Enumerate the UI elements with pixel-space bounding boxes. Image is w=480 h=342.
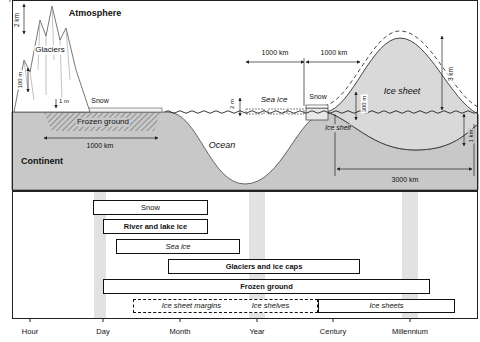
- panel-frame: [13, 192, 478, 319]
- time-scale-bar: Sea ice: [116, 239, 240, 254]
- mountains: [14, 6, 90, 112]
- axis-label: Month: [169, 328, 192, 336]
- dimension: 1000 km: [320, 49, 349, 57]
- part-name: Frozen ground: [76, 118, 130, 127]
- time-scale-bar: Ice sheet margins Ice shelves: [133, 299, 318, 313]
- ice-shelf: [306, 108, 328, 120]
- panel-frame: [13, 1, 478, 191]
- dimension-arrows: [10, 0, 474, 176]
- bar-label: Ice sheets: [366, 302, 406, 310]
- axis-label: Century: [319, 328, 347, 336]
- axis-label: Hour: [21, 328, 39, 336]
- dimension: 3000 km: [391, 176, 420, 184]
- dimension: 1000 km: [261, 49, 290, 57]
- part-name: Sea ice: [260, 96, 289, 105]
- frozen-ground: [44, 113, 160, 131]
- ice-sheet-outline: [324, 31, 478, 107]
- dimension: 3 km: [447, 66, 454, 82]
- bar-label: Glaciers and ice caps: [223, 263, 306, 271]
- time-scale-bar: Ice sheets: [318, 299, 455, 313]
- bar-label: Ice sheet margins: [159, 302, 224, 310]
- bar-label: River and lake ice: [121, 223, 190, 231]
- ice-sheet: [326, 38, 478, 150]
- dimension: 2 km: [13, 12, 20, 28]
- bar-label: Ice shelves: [249, 302, 293, 310]
- region-name: Atmosphere: [68, 9, 123, 19]
- dimension: 100 m: [17, 71, 24, 90]
- region-name: Ocean: [208, 141, 237, 151]
- part-name: Glaciers: [34, 46, 65, 55]
- part-name: Snow: [90, 97, 110, 105]
- water-line: [165, 111, 477, 114]
- axis-label: Year: [248, 328, 265, 336]
- part-name: Snow: [308, 93, 328, 101]
- dimension: 1 m: [58, 98, 70, 105]
- time-scale-bar: River and lake ice: [103, 219, 208, 234]
- bar-label: Snow: [138, 204, 163, 212]
- time-scale-bar: Glaciers and ice caps: [168, 259, 360, 274]
- glacier-lines: [24, 6, 70, 100]
- part-name: Ice sheet: [383, 87, 422, 97]
- dimension: 300 m: [361, 95, 368, 114]
- dimension: 2 m: [229, 98, 236, 110]
- snow-layer: [306, 105, 328, 108]
- axis-label: Millennium: [391, 328, 429, 336]
- axis-ticks: [30, 318, 410, 322]
- bar-label: Sea ice: [162, 243, 193, 251]
- dimension: 1 km: [468, 128, 475, 143]
- region-name: Continent: [20, 157, 64, 167]
- time-scale-bar: Snow: [93, 200, 208, 215]
- time-scale-bar: Frozen ground: [103, 279, 430, 294]
- axis-label: Day: [95, 328, 110, 336]
- dimension: 1000 km: [86, 142, 115, 150]
- bar-label: Frozen ground: [237, 283, 296, 291]
- part-name: Ice shelf: [324, 124, 352, 132]
